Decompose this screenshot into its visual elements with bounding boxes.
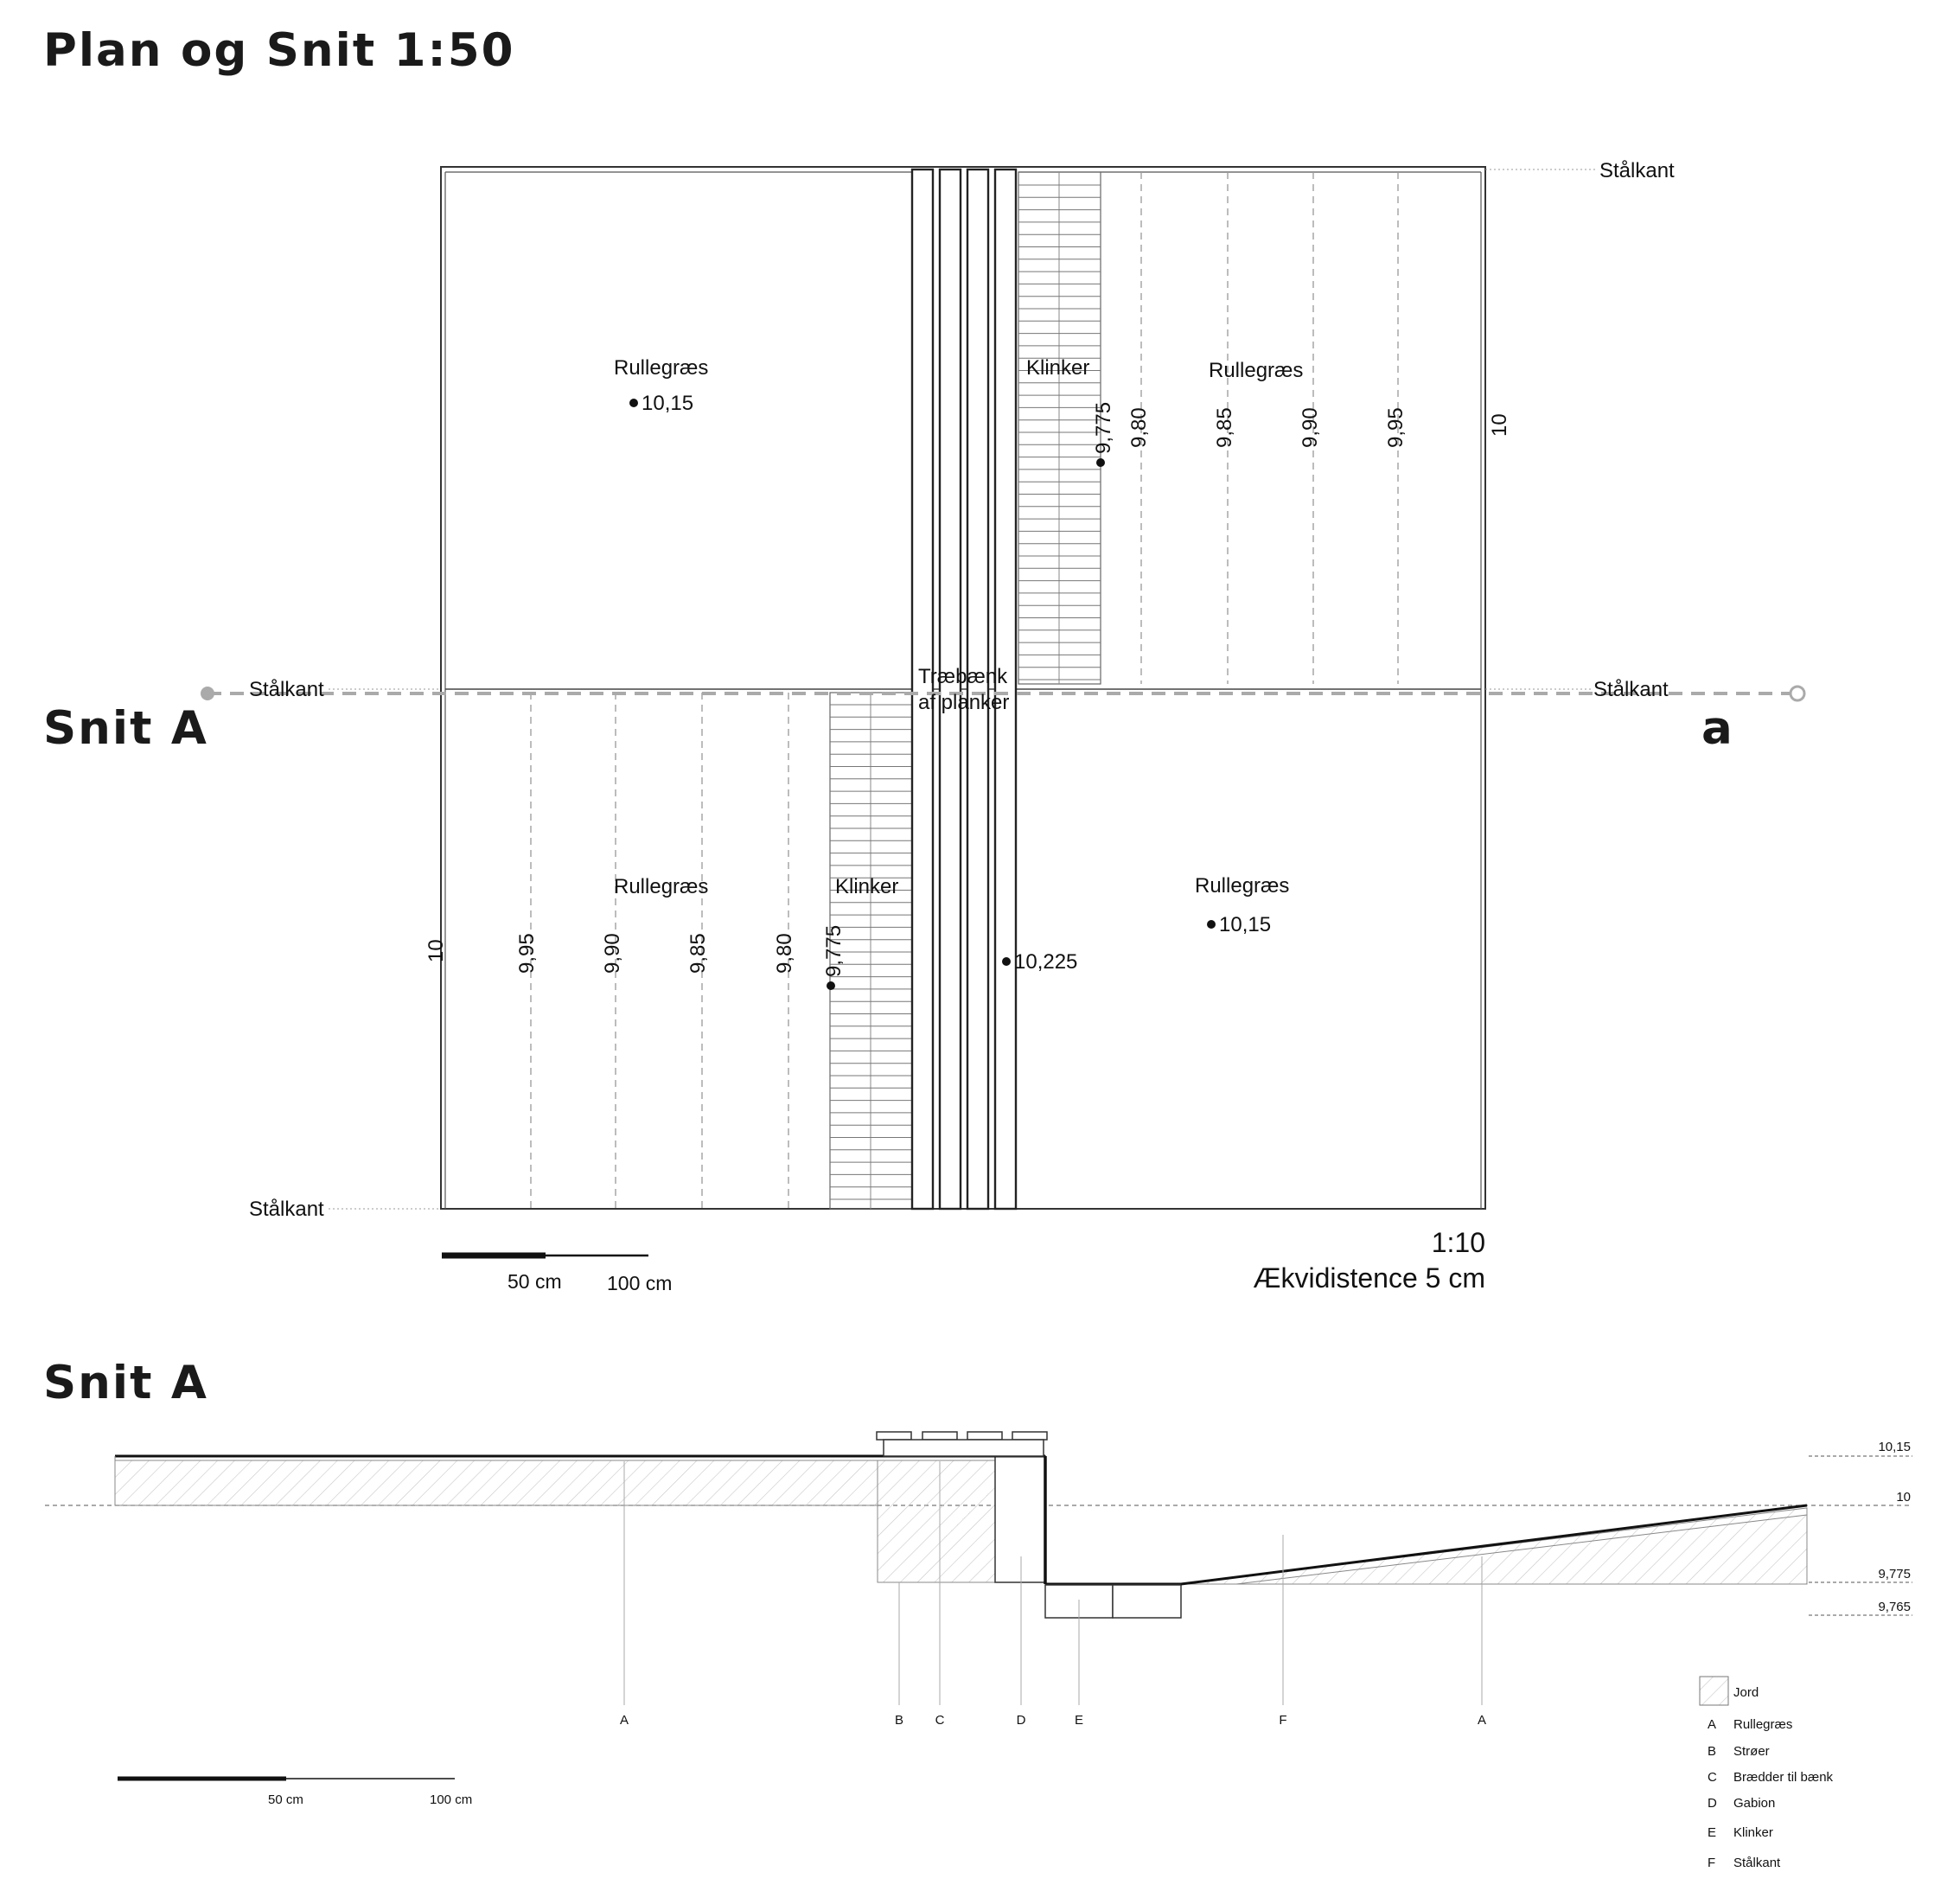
legend: Jord A Rullegræs B Strøer C Brædder til …	[1699, 1676, 1834, 1870]
section-level-label: 9,775	[1878, 1567, 1911, 1581]
legend-label: Klinker	[1733, 1825, 1773, 1840]
label-klinker: Klinker	[1026, 356, 1089, 380]
label-bench: af planker	[918, 691, 1009, 714]
legend-label: Brædder til bænk	[1733, 1770, 1834, 1785]
section-marker: F	[1279, 1713, 1286, 1728]
contour-interval: Ækvidistence 5 cm	[1253, 1262, 1485, 1294]
legend-label: Strøer	[1733, 1744, 1770, 1759]
bench-plank	[993, 168, 1018, 1211]
soil-left	[114, 1460, 878, 1506]
legend-key: B	[1708, 1744, 1716, 1759]
section-marker: E	[1075, 1713, 1083, 1728]
contour-label: 9,85	[686, 933, 710, 974]
soil-under-bench	[877, 1460, 996, 1583]
contour-label: 10	[1488, 413, 1511, 437]
section-marker: C	[935, 1713, 945, 1728]
bench-board	[1012, 1431, 1048, 1441]
section-level-label: 10	[1896, 1490, 1911, 1505]
section-start-point	[201, 687, 214, 700]
contour-lines-bottom-left	[530, 693, 789, 1209]
klinker-paving-top	[1018, 171, 1101, 685]
label-rullegraes: Rullegræs	[1195, 874, 1289, 898]
contour-label: 9,85	[1213, 407, 1236, 448]
label-klinker: Klinker	[835, 875, 898, 898]
legend-key: A	[1708, 1717, 1716, 1732]
scalebar-label: 50 cm	[507, 1270, 562, 1293]
spot-level-value: 9,775	[822, 925, 846, 977]
bench-plank	[966, 168, 990, 1211]
scalebar-label: 50 cm	[268, 1792, 303, 1807]
plan-outer-steel-edge	[440, 166, 1486, 1210]
scalebar-label: 100 cm	[607, 1272, 672, 1294]
contour-label: 9,95	[515, 933, 539, 974]
label-bench: Træbænk	[918, 665, 1008, 688]
bench-board	[876, 1431, 912, 1441]
section-cut-line	[201, 685, 1806, 702]
spot-level-value: 10,15	[1219, 913, 1271, 936]
plan-view: Stålkant Stålkant Stålkant Stålkant Træb…	[201, 159, 1806, 1294]
bench-board	[967, 1431, 1003, 1441]
section-marker-label: Snit A	[43, 702, 208, 755]
legend-label: Stålkant	[1733, 1856, 1781, 1870]
bench-plank	[910, 168, 935, 1211]
spot-level-value: 9,775	[1092, 402, 1115, 454]
rullegraes-surface-slope	[1180, 1504, 1808, 1586]
contour-label: 9,80	[773, 933, 796, 974]
label-rullegraes: Rullegræs	[614, 356, 708, 380]
legend-label: Rullegræs	[1733, 1717, 1792, 1732]
label-steel-edge: Stålkant	[249, 678, 324, 701]
scalebar-label: 100 cm	[430, 1792, 472, 1807]
legend-label: Gabion	[1733, 1796, 1775, 1811]
label-rullegraes: Rullegræs	[614, 875, 708, 898]
bench-planks	[910, 168, 1018, 1211]
spot-level-marker	[629, 399, 638, 407]
section-marker: D	[1017, 1713, 1026, 1728]
bench-boards-section	[876, 1431, 1048, 1457]
contour-label: 9,95	[1384, 407, 1408, 448]
klinker-block	[1112, 1584, 1182, 1619]
section-marker-letter: a	[1701, 702, 1734, 755]
contour-label: 9,90	[601, 933, 624, 974]
label-steel-edge: Stålkant	[1599, 159, 1675, 182]
section-title: Snit A	[43, 1357, 208, 1409]
section-view: 10,15 10 9,775 9,765	[45, 1431, 1912, 1870]
spot-level-value: 10,15	[642, 392, 693, 415]
legend-key: F	[1708, 1856, 1715, 1870]
plan-scale: 1:10	[1432, 1227, 1485, 1258]
section-level-label: 10,15	[1878, 1440, 1911, 1454]
spot-level-marker	[1096, 458, 1105, 467]
bench-plank	[938, 168, 962, 1211]
legend-hatch-swatch	[1699, 1676, 1729, 1706]
section-end-point	[1789, 685, 1806, 702]
legend-key: C	[1708, 1770, 1717, 1785]
legend-key: D	[1708, 1796, 1717, 1811]
spot-level-marker	[827, 981, 835, 990]
contour-label: 9,80	[1127, 407, 1151, 448]
contour-label: 10	[425, 939, 448, 962]
label-rullegraes: Rullegræs	[1209, 359, 1303, 382]
legend-label: Jord	[1733, 1685, 1759, 1700]
section-level-label: 9,765	[1878, 1600, 1911, 1614]
bench-joists	[883, 1439, 1044, 1457]
legend-key: E	[1708, 1825, 1716, 1840]
drawing-title: Plan og Snit 1:50	[43, 24, 514, 77]
section-marker: A	[1478, 1713, 1486, 1728]
contour-lines-top-right	[1140, 172, 1399, 684]
label-steel-edge: Stålkant	[1593, 678, 1669, 701]
spot-level-marker	[1002, 957, 1011, 966]
section-marker: A	[620, 1713, 629, 1728]
contour-label: 9,90	[1299, 407, 1322, 448]
section-marker: B	[895, 1713, 903, 1728]
bench-board	[922, 1431, 958, 1441]
gabion	[994, 1455, 1046, 1583]
spot-level-marker	[1207, 920, 1216, 929]
label-steel-edge: Stålkant	[249, 1198, 324, 1221]
spot-level-value: 10,225	[1014, 950, 1077, 974]
